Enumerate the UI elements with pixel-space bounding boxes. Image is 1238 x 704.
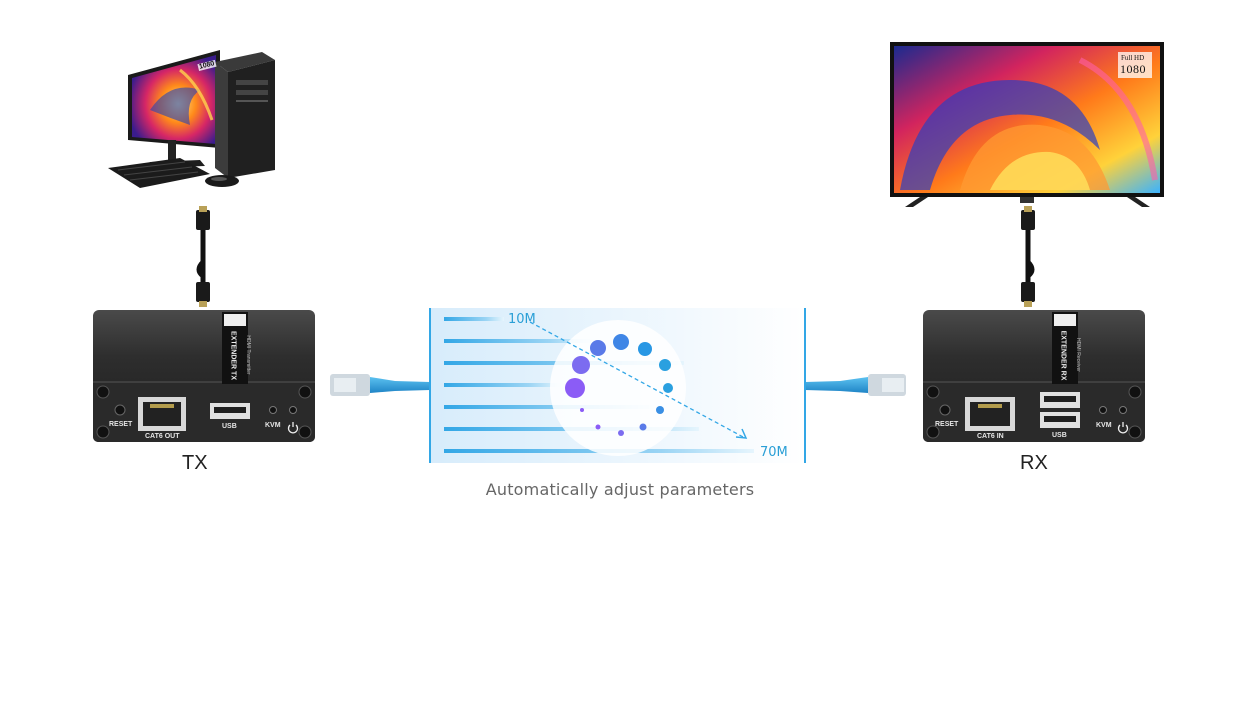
tv-1080-line: 1080 xyxy=(1120,62,1146,76)
loader-dot xyxy=(638,342,652,356)
loader-dot xyxy=(595,424,601,430)
tx-reset-button xyxy=(114,404,126,416)
rx-reset-button xyxy=(939,404,951,416)
speed-end-label: 70M xyxy=(760,445,788,460)
rx-kvm-label: KVM xyxy=(1096,422,1112,429)
speed-start-label: 10M xyxy=(508,312,536,327)
full-hd-badge xyxy=(1118,52,1152,78)
ethernet-cable-tx xyxy=(330,374,430,396)
loader-dot xyxy=(590,340,606,356)
loader-dot xyxy=(613,334,629,350)
ethernet-cable-rx xyxy=(805,374,906,396)
tx-label: TX xyxy=(182,452,208,474)
rx-port-label: CAT6 IN xyxy=(977,433,1004,440)
mouse xyxy=(205,175,239,187)
loader-dot xyxy=(659,359,671,371)
keyboard xyxy=(108,158,210,188)
pc-illustration xyxy=(108,50,275,188)
rx-usb-label: USB xyxy=(1052,432,1067,439)
loader-dot xyxy=(663,383,673,393)
pc-tower xyxy=(228,60,275,178)
tx-port-label: CAT6 OUT xyxy=(145,433,180,440)
rx-reset-label: RESET xyxy=(935,421,959,428)
tx-side-model: EXTENDER TX xyxy=(229,330,237,380)
tx-usb-label: USB xyxy=(222,423,237,430)
rx-side-model: EXTENDER RX xyxy=(1059,330,1067,381)
tx-reset-label: RESET xyxy=(109,421,133,428)
tx-extender-box xyxy=(93,310,315,442)
hdmi-cable-tx xyxy=(196,206,210,307)
caption-text: Automatically adjust parameters xyxy=(485,480,755,499)
adaptive-panel xyxy=(429,308,806,463)
tx-side-sub: HDMI Transmitter xyxy=(245,335,251,375)
loader-dot xyxy=(618,430,624,436)
rx-label: RX xyxy=(1020,452,1048,474)
loader-dot xyxy=(572,356,590,374)
rx-side-sub: HDMI Receiver xyxy=(1075,338,1081,372)
tx-kvm-label: KVM xyxy=(265,422,281,429)
loader-dot xyxy=(656,406,664,414)
hdmi-cable-rx xyxy=(1021,206,1035,307)
rx-extender-box xyxy=(923,310,1145,442)
loader-dot xyxy=(580,408,584,412)
loader-dot xyxy=(565,378,585,398)
tv-full-hd-line: Full HD xyxy=(1121,54,1145,62)
loader-dot xyxy=(639,423,647,431)
tv-illustration xyxy=(890,42,1164,207)
